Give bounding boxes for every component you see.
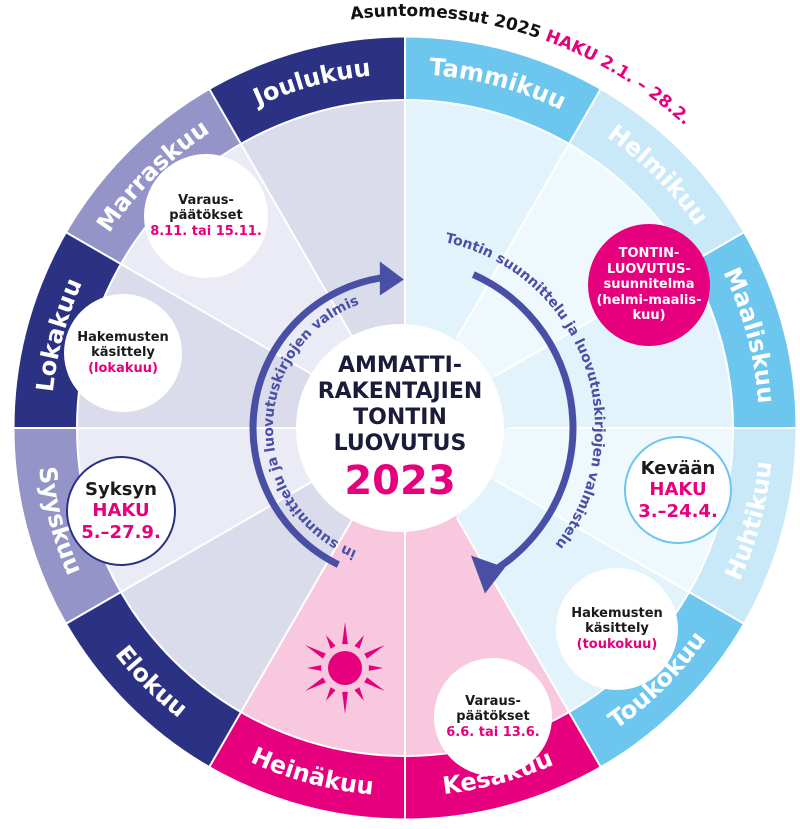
center-title-line-3: TONTIN [353,405,447,430]
month-bands [13,36,797,820]
bubble-hakemusten-kasittely-lokakuu: Hakemusten käsittely (lokakuu) [64,294,182,412]
hakemusten-toukokuu-line-2: käsittely [585,621,649,637]
band-2 [689,232,797,428]
band-6 [209,712,405,820]
center-title-line-2: RAKENTAJIEN [317,379,483,405]
syksyn-haku-line-2: HAKU [92,500,150,522]
sun-core [328,651,362,685]
tontinluovutus-line-1: TONTIN- [618,246,680,262]
bubble-syksyn-haku: Syksyn HAKU 5.–27.9. [66,456,176,566]
tontinluovutus-line-2: LUOVUTUS- [607,261,691,277]
center-title-line-4: LUOVUTUS [333,430,467,456]
hakemusten-toukokuu-line-1: Hakemusten [571,605,663,621]
bubble-varauspaatokset-marraskuu: Varaus- päätökset 8.11. tai 15.11. [144,154,268,278]
kevaan-haku-line-1: Kevään [640,457,716,479]
bubble-tontinluovutus-suunnitelma: TONTIN- LUOVUTUS- suunnitelma (helmi-maa… [588,224,710,346]
band-0 [405,36,601,144]
tontinluovutus-line-5: kuu) [632,308,666,324]
varaus-marraskuu-line-1: Varaus- [178,192,234,208]
varaus-marraskuu-line-2: päätökset [169,208,243,224]
band-11 [209,36,405,144]
band-8 [13,428,121,624]
kevaan-haku-line-2: HAKU [649,479,707,501]
hakemusten-toukokuu-line-3: (toukokuu) [576,636,658,652]
varaus-marraskuu-line-3: 8.11. tai 15.11. [150,223,262,239]
arrow-left-head [379,261,404,296]
band-9 [13,232,121,428]
center-title: AMMATTI- RAKENTAJIEN TONTIN LUOVUTUS [318,353,483,457]
arrow-right-head [471,555,505,594]
varaus-kesakuu-line-3: 6.6. tai 13.6. [446,724,540,740]
arrow-right-arc [471,271,577,577]
syksyn-haku-line-3: 5.–27.9. [81,521,161,543]
bubble-hakemusten-kasittely-toukokuu: Hakemusten käsittely (toukokuu) [556,568,678,690]
band-3 [689,428,797,624]
hakemusten-lokakuu-line-1: Hakemusten [77,329,169,345]
band-4 [569,592,745,768]
bubble-kevaan-haku: Kevään HAKU 3.–24.4. [624,436,732,544]
band-1 [569,88,745,265]
band-10 [65,88,242,265]
hakemusten-lokakuu-line-2: käsittely [91,345,155,361]
varaus-kesakuu-line-2: päätökset [456,709,530,725]
center-hub: AMMATTI- RAKENTAJIEN TONTIN LUOVUTUS 202… [296,324,504,532]
sun-icon [305,622,385,714]
tontinluovutus-line-3: suunnitelma [603,277,695,293]
bubble-varauspaatokset-kesakuu: Varaus- päätökset 6.6. tai 13.6. [434,658,552,776]
tontinluovutus-line-4: (helmi-maalis- [596,292,702,308]
syksyn-haku-line-1: Syksyn [85,478,157,500]
band-7 [65,592,242,768]
arrow-left-arc [249,274,385,568]
hakemusten-lokakuu-line-3: (lokakuu) [88,360,158,376]
center-title-line-1: AMMATTI- [338,353,462,379]
varaus-kesakuu-line-1: Varaus- [465,693,521,709]
center-year: 2023 [344,457,456,504]
kevaan-haku-line-3: 3.–24.4. [638,500,718,522]
